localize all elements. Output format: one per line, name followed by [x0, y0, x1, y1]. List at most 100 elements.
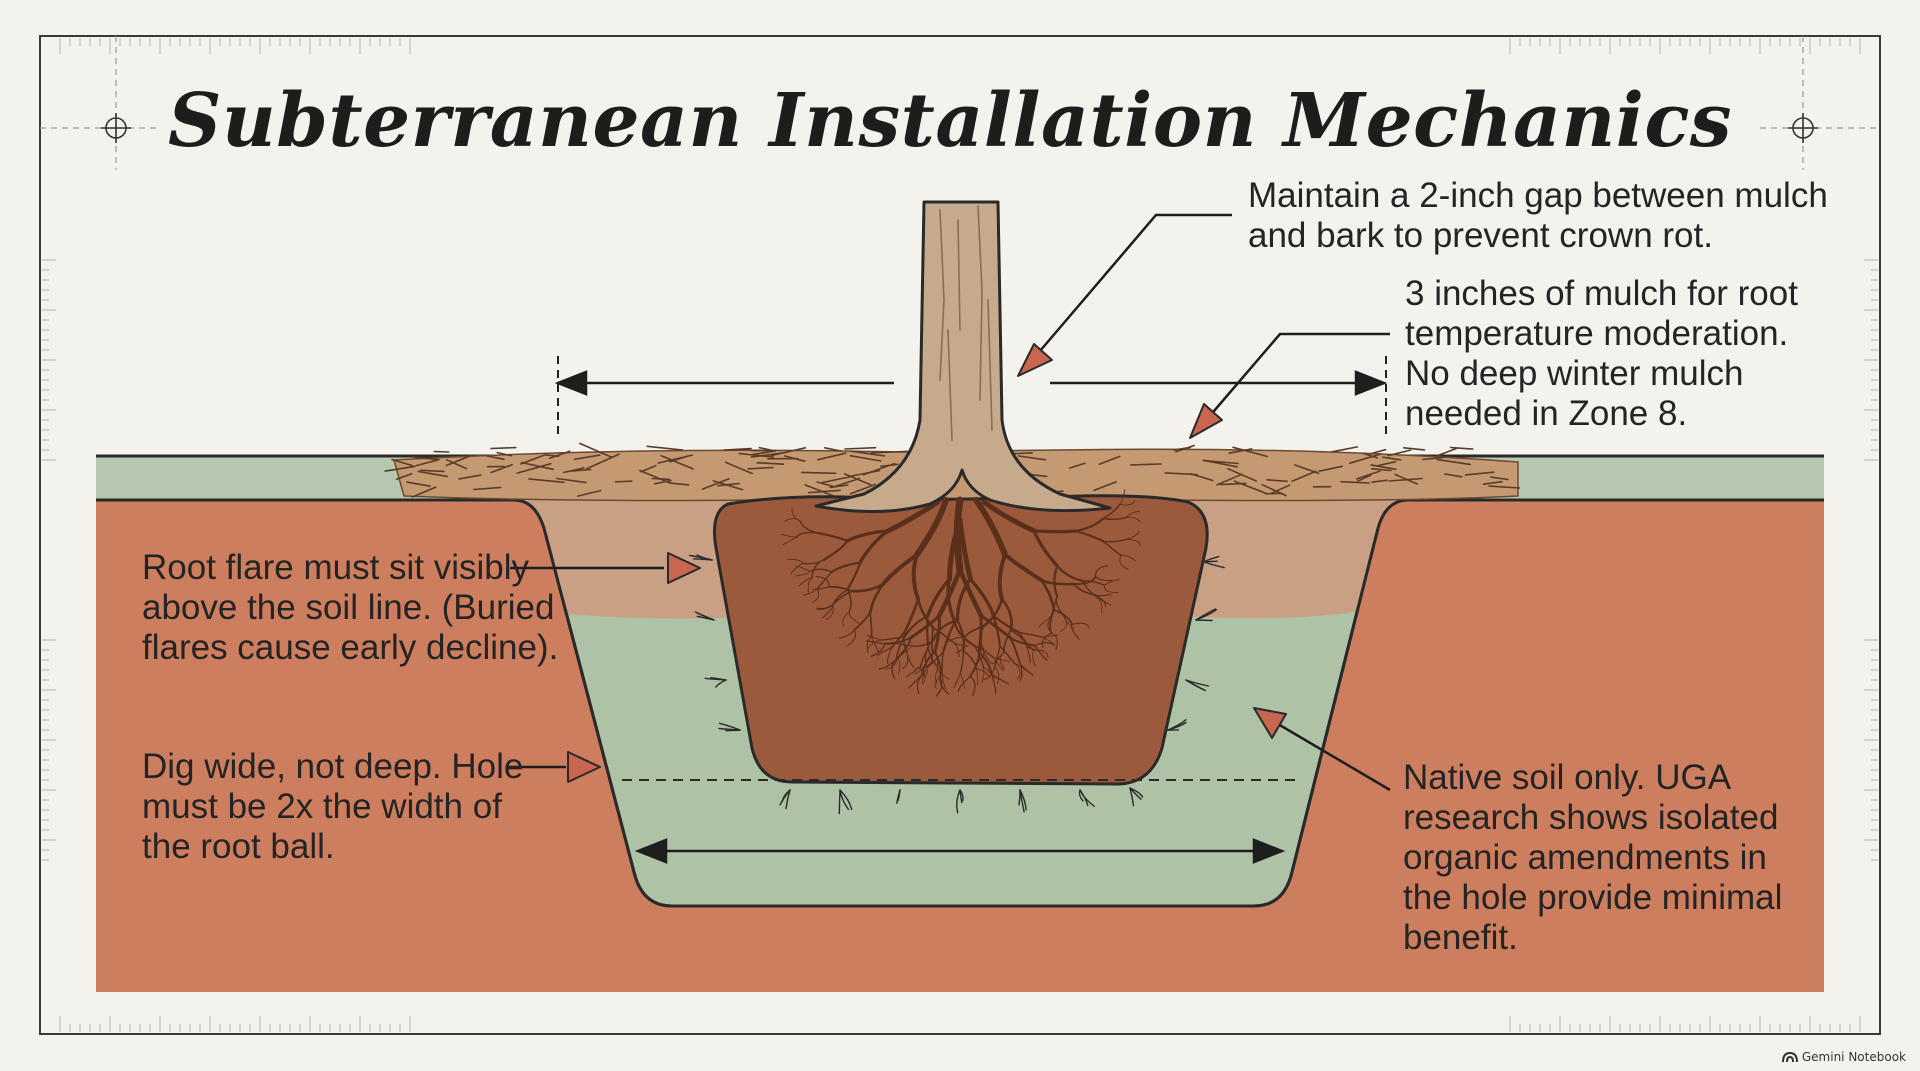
mulch-chip: [570, 468, 592, 472]
root-branch: [1082, 580, 1106, 586]
mulch-chip: [804, 484, 835, 497]
mulch-chip: [1017, 455, 1047, 461]
root-branch: [932, 619, 959, 642]
root-branch: [974, 645, 995, 659]
root-branch: [1074, 517, 1105, 533]
root-branch: [1034, 644, 1048, 661]
mulch-chip: [1403, 446, 1426, 451]
mulch-chip: [1219, 482, 1247, 486]
root-branch: [853, 612, 871, 632]
root-branch: [932, 626, 953, 643]
root-branch: [870, 643, 886, 658]
mulch-chip: [445, 455, 471, 467]
root-branch: [886, 646, 893, 665]
frame-border: [39, 35, 1881, 1035]
mulch-chip: [528, 478, 565, 484]
root-branch: [957, 517, 973, 582]
brand-watermark: Gemini Notebook: [1781, 1050, 1906, 1064]
root-branch: [983, 667, 995, 681]
mulch-chip: [823, 446, 843, 452]
leader-mulch-gap: [1017, 213, 1232, 377]
root-branch: [794, 570, 811, 577]
root-branch: [1103, 579, 1120, 586]
root-branch: [974, 645, 984, 668]
root-branch: [803, 587, 818, 596]
root-branch: [1095, 576, 1113, 582]
mulch-chip: [391, 458, 413, 467]
root-branch: [903, 615, 929, 638]
tree-trunk: [814, 200, 1112, 514]
root-branch: [822, 539, 849, 561]
root-branch: [1009, 629, 1028, 648]
mulch-chip: [1370, 464, 1397, 471]
root-hair: [694, 611, 715, 621]
mulch-chip: [519, 454, 545, 465]
root-branch: [935, 676, 943, 697]
mulch-chip: [490, 446, 517, 450]
mulch-chip: [1203, 459, 1239, 465]
root-branch: [981, 499, 1037, 534]
root-branch: [846, 588, 852, 612]
mulch-chip: [395, 472, 413, 481]
root-branch: [1038, 616, 1052, 628]
root-branch: [1125, 538, 1141, 546]
mulch-chip: [1371, 467, 1392, 472]
root-branch: [975, 668, 979, 686]
callout-line: organic amendments in: [1403, 838, 1767, 877]
root-branch: [876, 646, 893, 657]
root-branch: [978, 651, 993, 676]
mulch-chip: [849, 454, 882, 462]
mulch-chip: [411, 486, 437, 498]
root-branch: [1018, 631, 1035, 651]
mulch-chip: [433, 450, 450, 453]
mulch-chip: [1266, 478, 1288, 483]
root-branch: [791, 507, 801, 522]
root-branch: [838, 629, 855, 639]
root-hair: [839, 789, 850, 811]
ruler-ticks: [42, 38, 1878, 1032]
root-branch: [969, 675, 976, 696]
root-branch: [951, 640, 960, 657]
callout-line: must be 2x the width of: [142, 787, 502, 826]
callout-line: No deep winter mulch: [1405, 354, 1744, 393]
root-branch: [926, 615, 930, 649]
root-branch: [975, 668, 991, 678]
mulch-chip: [751, 449, 777, 456]
mulch-chip: [1291, 470, 1317, 483]
root-branch: [1009, 636, 1021, 663]
root-branch: [1040, 634, 1058, 638]
mulch-chip: [614, 480, 633, 483]
root-branch: [896, 657, 901, 675]
callout-line: the hole provide minimal: [1403, 878, 1783, 917]
root-branch: [982, 598, 1004, 628]
mulch-chip: [520, 461, 555, 471]
mulch-chip: [486, 455, 505, 461]
root-hair: [1129, 787, 1144, 798]
root-branch: [981, 666, 985, 684]
root-branch: [828, 585, 853, 592]
root-hair: [779, 789, 791, 806]
callout-line: the root ball.: [142, 827, 335, 866]
root-branch: [1082, 580, 1098, 599]
mulch-chip: [1130, 463, 1162, 466]
mulch-chips: [384, 442, 1521, 498]
root-hair: [1203, 560, 1218, 563]
root-branch: [942, 620, 956, 652]
root-branch: [816, 571, 833, 590]
root-branch: [999, 645, 1016, 664]
fine-root-hairs: [689, 554, 1225, 815]
root-branch: [959, 650, 965, 674]
root-hair: [1079, 789, 1089, 807]
root-branch: [1026, 646, 1031, 664]
root-branch: [1041, 632, 1053, 649]
root-branch: [1102, 503, 1121, 520]
root-branch: [959, 672, 966, 689]
callout-line: benefit.: [1403, 918, 1518, 957]
root-branch: [936, 567, 963, 619]
root-branch: [866, 635, 873, 654]
root-branch: [1125, 530, 1140, 540]
root-hair: [1167, 719, 1187, 731]
